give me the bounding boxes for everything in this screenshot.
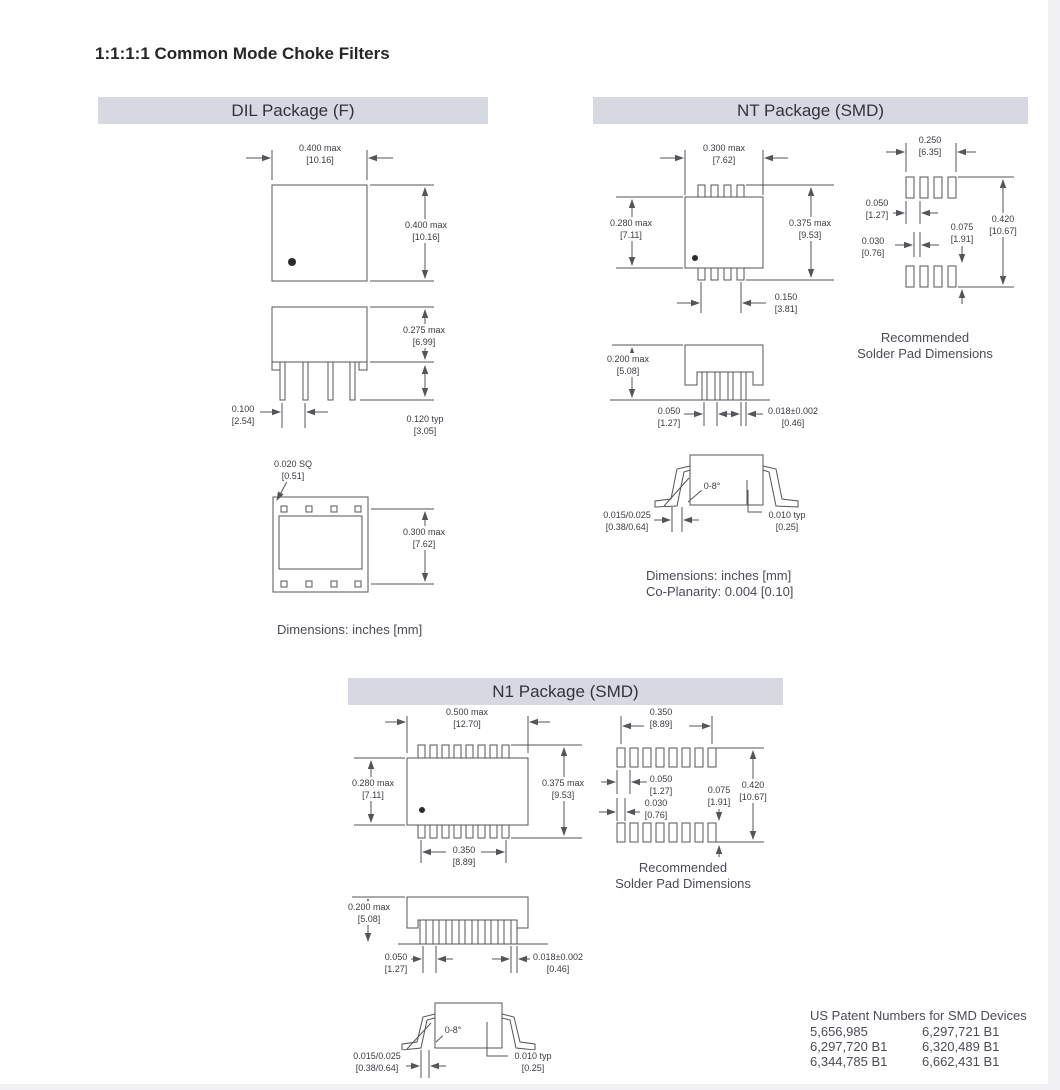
- dim-n1-body-height: 0.280 max[7.11]: [349, 777, 397, 801]
- header-nt-package: NT Package (SMD): [593, 97, 1028, 124]
- dim-n1pad-span: 0.420[10.67]: [737, 779, 769, 803]
- dim-n1-height: 0.200 max[5.08]: [345, 901, 393, 925]
- dim-dil-pad-size: 0.020 SQ[0.51]: [271, 458, 315, 482]
- patent-number: 6,297,721 B1: [922, 1024, 1000, 1039]
- dim-n1-body-width: 0.500 max[12.70]: [443, 706, 491, 730]
- dim-nt-pitch: 0.050[1.27]: [655, 405, 683, 429]
- nt-solder-pad-title-1: Recommended: [880, 330, 970, 345]
- dim-nt-body-height: 0.280 max[7.11]: [607, 217, 655, 241]
- n1-solder-pad-drawing: [599, 716, 764, 857]
- dim-dil-pin-length: 0.120 typ[3.05]: [404, 413, 446, 437]
- dim-nt-lead-angle: 0-8°: [701, 480, 723, 492]
- n1-solder-pad-title-2: Solder Pad Dimensions: [615, 876, 751, 891]
- n1-front-view: [401, 1002, 536, 1078]
- dim-n1-lead-thickness: 0.010 typ[0.25]: [512, 1050, 554, 1074]
- patent-number: 6,662,431 B1: [922, 1054, 1000, 1069]
- dim-nt-foot-length: 0.015/0.025[0.38/0.64]: [601, 509, 653, 533]
- dim-ntpad-pitch: 0.050[1.27]: [863, 197, 891, 221]
- dim-nt-body-width: 0.300 max[7.62]: [700, 142, 748, 166]
- dim-n1-lead-width: 0.018±0.002[0.46]: [531, 951, 585, 975]
- dim-n1pad-height: 0.075[1.91]: [705, 784, 733, 808]
- nt-coplanarity-note: Co-Planarity: 0.004 [0.10]: [646, 584, 794, 599]
- page-title: 1:1:1:1 Common Mode Choke Filters: [95, 44, 390, 63]
- dil-side-view: [260, 306, 434, 428]
- dim-n1-lead-angle: 0-8°: [442, 1024, 464, 1036]
- dim-n1pad-gap: 0.030[0.76]: [642, 797, 670, 821]
- dim-dil-body-height: 0.275 max[6.99]: [400, 324, 448, 348]
- dim-ntpad-height: 0.075[1.91]: [948, 221, 976, 245]
- dim-n1pad-pitch: 0.050[1.27]: [647, 773, 675, 797]
- dim-nt-height: 0.200 max[5.08]: [604, 353, 652, 377]
- n1-side-view: [352, 896, 548, 973]
- dim-nt-lead-thickness: 0.010 typ[0.25]: [766, 509, 808, 533]
- nt-top-view: [616, 150, 834, 313]
- dim-ntpad-span: 0.420[10.67]: [987, 213, 1019, 237]
- dim-nt-lead-spacing: 0.150[3.81]: [772, 291, 800, 315]
- dim-n1pad-width: 0.350[8.89]: [647, 706, 675, 730]
- dim-n1-pitch: 0.050[1.27]: [382, 951, 410, 975]
- dim-n1-lead-spacing: 0.350[8.89]: [450, 844, 478, 868]
- nt-front-view: [654, 454, 799, 532]
- nt-side-view: [610, 344, 770, 426]
- dim-dil-top-width: 0.400 max[10.16]: [296, 142, 344, 166]
- dim-dil-top-height: 0.400 max[10.16]: [402, 219, 450, 243]
- dim-ntpad-gap: 0.030[0.76]: [859, 235, 887, 259]
- page-bottom-edge: [0, 1084, 1060, 1090]
- patent-number: 5,656,985: [810, 1024, 868, 1039]
- dim-nt-lead-width: 0.018±0.002[0.46]: [766, 405, 820, 429]
- patents-title: US Patent Numbers for SMD Devices: [810, 1008, 1027, 1023]
- dim-nt-lead-span: 0.375 max[9.53]: [786, 217, 834, 241]
- dim-n1-foot-length: 0.015/0.025[0.38/0.64]: [351, 1050, 403, 1074]
- dim-dil-row-span: 0.300 max[7.62]: [400, 526, 448, 550]
- dim-n1-lead-span: 0.375 max[9.53]: [539, 777, 587, 801]
- header-n1-package: N1 Package (SMD): [348, 678, 783, 705]
- dil-top-view: [246, 150, 434, 282]
- dil-dimensions-note: Dimensions: inches [mm]: [277, 622, 423, 637]
- patent-number: 6,344,785 B1: [810, 1054, 888, 1069]
- patent-number: 6,320,489 B1: [922, 1039, 1000, 1054]
- nt-solder-pad-title-2: Solder Pad Dimensions: [857, 346, 993, 361]
- dim-dil-pin-pitch: 0.100[2.54]: [229, 403, 257, 427]
- patent-number: 6,297,720 B1: [810, 1039, 888, 1054]
- nt-dimensions-note: Dimensions: inches [mm]: [646, 568, 792, 583]
- page-right-edge: [1048, 0, 1060, 1090]
- dim-ntpad-width: 0.250[6.35]: [916, 134, 944, 158]
- nt-solder-pad-drawing: [886, 143, 1014, 304]
- dil-bottom-view: [272, 475, 434, 593]
- header-dil-package: DIL Package (F): [98, 97, 488, 124]
- n1-solder-pad-title-1: Recommended: [638, 860, 728, 875]
